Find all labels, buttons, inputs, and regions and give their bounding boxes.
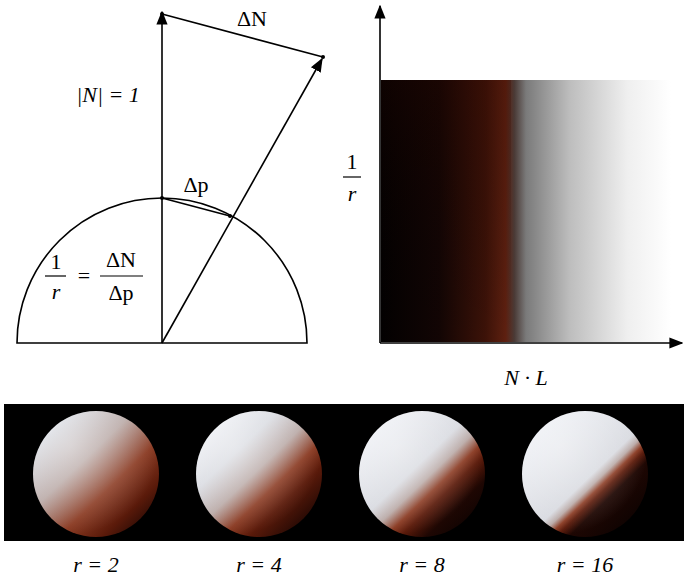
sphere-highlight [33,411,159,537]
sphere-strip [4,404,684,541]
axis-label: N · L [504,367,547,389]
sphere-highlight [359,411,485,537]
delta-p-chord [162,198,230,216]
y-axis [379,6,381,343]
formula-part: 1 [51,251,62,273]
sphere-caption: r = 8 [399,554,444,576]
normal-arrow [161,12,163,343]
axis-label: r [348,183,357,205]
point [160,12,164,16]
fraction-bar [45,275,66,276]
vector-label: Δp [183,174,208,196]
shading-ramp [381,80,671,342]
formula-part: ΔN [106,249,136,271]
x-axis [380,342,682,344]
vector-label: |N| = 1 [76,84,140,106]
shaded-sphere [359,411,485,537]
sphere-caption: r = 16 [557,554,613,576]
sphere-highlight [196,411,322,537]
sphere-highlight [522,411,648,537]
shading-ramp-tint [381,80,511,342]
formula-part: = [78,265,90,287]
fraction-bar [100,275,143,276]
sphere-caption: r = 4 [236,554,281,576]
shaded-sphere [33,411,159,537]
formula-part: Δp [108,282,133,304]
tilted-normal-arrow [162,59,322,343]
point [160,196,164,200]
point [321,55,325,59]
shaded-sphere [196,411,322,537]
shaded-sphere [522,411,648,537]
point [228,214,232,218]
fraction-bar [343,176,361,177]
formula-part: r [52,281,61,303]
sphere-caption: r = 2 [73,554,118,576]
axis-label: 1 [347,151,358,173]
vector-label: ΔN [237,8,267,30]
